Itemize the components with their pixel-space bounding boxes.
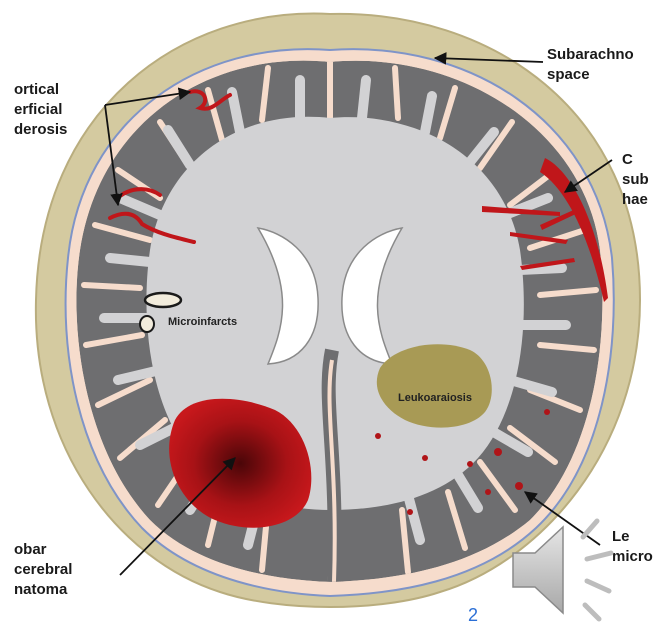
label-subarachnoid-haemorrhage: C sub hae: [622, 150, 649, 210]
label-subarachnoid-space: Subarachno space: [547, 45, 634, 85]
microbleed-dot: [485, 489, 491, 495]
label-leukoaraiosis: Leukoaraiosis: [398, 392, 472, 404]
label-lobar-haematoma: obar cerebral natoma: [14, 540, 72, 600]
microbleed-dot: [494, 448, 502, 456]
microbleed-dot: [467, 461, 473, 467]
label-microinfarcts: Microinfarcts: [168, 316, 237, 328]
microbleed-dot: [515, 482, 523, 490]
page-number: 2: [468, 605, 478, 626]
microbleed-dot: [375, 433, 381, 439]
microbleed-dot: [407, 509, 413, 515]
microinfarct: [145, 293, 181, 307]
microbleed-dot: [422, 455, 428, 461]
microbleed-dot: [544, 409, 550, 415]
speaker-icon[interactable]: [505, 515, 645, 625]
label-cortical-siderosis: ortical erficial derosis: [14, 80, 67, 140]
microinfarct: [140, 316, 154, 332]
